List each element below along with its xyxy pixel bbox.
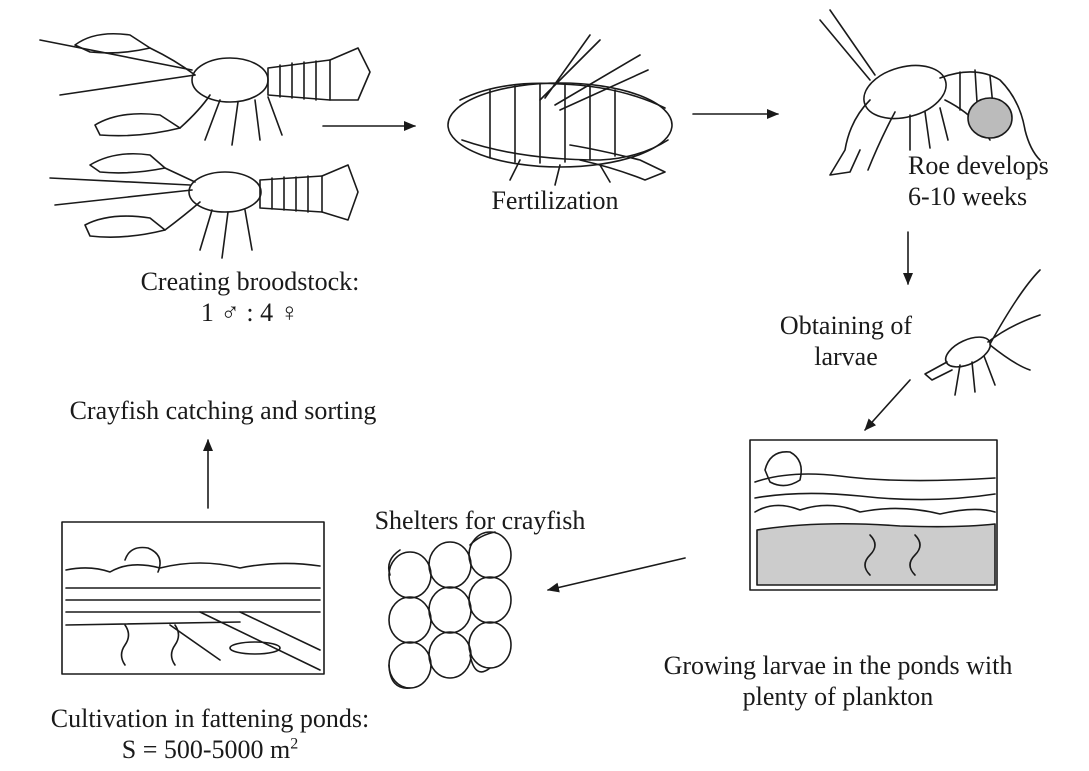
roe-develops-label: Roe develops 6-10 weeks [908, 150, 1049, 212]
obtaining-larvae-line2: larvae [746, 341, 946, 372]
cultivation-area: S = 500-5000 m2 [0, 734, 420, 765]
fattening-pond-icon [62, 522, 324, 674]
arrow-larvae-to-growing [865, 380, 910, 430]
growing-larvae-line2: plenty of plankton [608, 681, 1068, 712]
cultivation-line1: Cultivation in fattening ponds: [0, 703, 420, 734]
shelters-label: Shelters for crayfish [345, 505, 615, 536]
roe-develops-line1: Roe develops [908, 150, 1049, 181]
cultivation-area-value: S = 500-5000 m [122, 735, 291, 764]
catching-sorting-label: Crayfish catching and sorting [18, 395, 428, 426]
arrow-growing-to-shelters [548, 558, 685, 590]
cultivation-area-exponent: 2 [290, 735, 298, 752]
fertilization-label: Fertilization [455, 185, 655, 216]
roe-develops-line2: 6-10 weeks [908, 181, 1049, 212]
broodstock-ratio: 1 ♂ : 4 ♀ [50, 297, 450, 328]
broodstock-label-line1: Creating broodstock: [50, 266, 450, 297]
obtaining-larvae-label: Obtaining of larvae [746, 310, 946, 372]
shelter-pipes-icon [389, 532, 511, 688]
crayfish-male-icon [40, 34, 370, 145]
obtaining-larvae-line1: Obtaining of [746, 310, 946, 341]
pond-with-plankton-icon [750, 440, 997, 590]
crayfish-female-icon [50, 154, 358, 258]
cultivation-label: Cultivation in fattening ponds: S = 500-… [0, 703, 420, 765]
growing-larvae-line1: Growing larvae in the ponds with [608, 650, 1068, 681]
growing-larvae-label: Growing larvae in the ponds with plenty … [608, 650, 1068, 712]
mating-crayfish-icon [448, 35, 672, 185]
